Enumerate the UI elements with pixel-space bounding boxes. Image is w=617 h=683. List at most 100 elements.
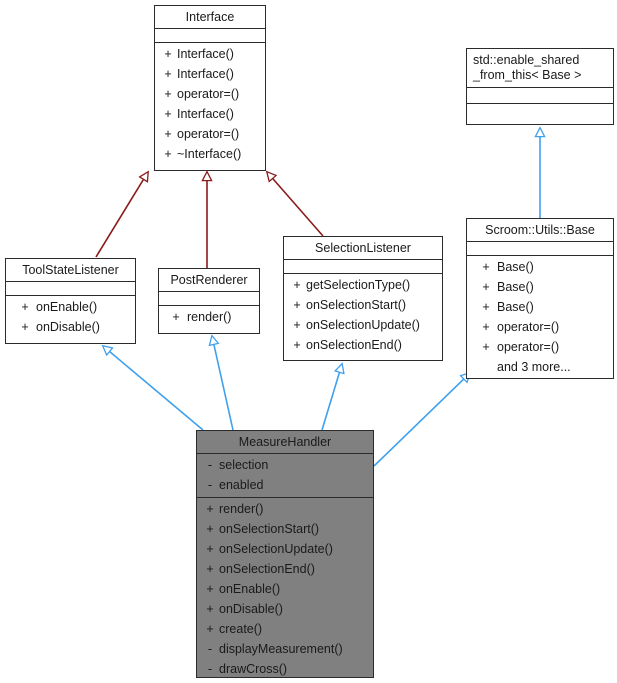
edge-measurehandler-toolstatelistener [103, 346, 204, 431]
member-name: onDisable() [36, 320, 100, 334]
member-name: onDisable() [219, 602, 283, 616]
member-row: + Base() [475, 297, 613, 317]
member-row: + create() [201, 619, 373, 639]
methods-section [467, 104, 613, 119]
member-row: +~Interface() [159, 144, 265, 164]
methods-section: + Base() + Base() + Base() +operator=() +op… [467, 256, 613, 379]
methods-section: +render() +onSelectionStart() +onSelecti… [197, 498, 373, 681]
visibility-marker: + [206, 622, 214, 636]
member-row: + onEnable() [14, 297, 135, 317]
member-row: + Interface() [159, 44, 265, 64]
member-name: Base() [497, 280, 534, 294]
visibility-marker: + [164, 107, 172, 121]
visibility-marker: + [206, 502, 214, 516]
member-name: onSelectionUpdate() [219, 542, 333, 556]
visibility-marker: + [206, 562, 214, 576]
divider [467, 103, 613, 104]
member-row: +onSelectionUpdate() [288, 315, 442, 335]
member-name: and 3 more... [497, 360, 571, 374]
divider [6, 295, 135, 296]
member-row: + onSelectionEnd() [288, 335, 442, 355]
methods-section: +getSelectionType() +onSelectionStart() … [284, 274, 442, 357]
methods-section: + onEnable() + onDisable() [6, 296, 135, 339]
class-node-enable-shared-from-this[interactable]: std::enable_shared _from_this< Base > [466, 48, 614, 125]
attributes-section [155, 29, 265, 42]
member-name: onEnable() [36, 300, 98, 314]
visibility-marker: - [207, 662, 213, 676]
member-name: operator=() [177, 127, 240, 141]
class-node-selectionlistener[interactable]: SelectionListener +getSelectionType() +o… [283, 236, 443, 361]
member-name: operator=() [177, 87, 240, 101]
visibility-marker: + [293, 298, 301, 312]
member-name: onSelectionUpdate() [306, 318, 420, 332]
visibility-marker: + [164, 67, 172, 81]
visibility-marker: - [207, 478, 213, 492]
divider [467, 241, 613, 242]
attributes-section: -selection -enabled [197, 454, 373, 497]
member-name: render() [219, 502, 264, 516]
visibility-marker: + [482, 320, 490, 334]
member-row: +Base() [475, 277, 613, 297]
member-name: onEnable() [219, 582, 281, 596]
visibility-marker: + [293, 338, 301, 352]
class-node-toolstatelistener[interactable]: ToolStateListener +onEnable() +onDisable… [5, 258, 136, 344]
member-row: + operator=() [159, 84, 265, 104]
class-node-measurehandler[interactable]: MeasureHandler -selection -enabled + rend… [196, 430, 374, 678]
visibility-marker: + [482, 340, 490, 354]
class-node-interface[interactable]: Interface +Interface() +Interface() +ope… [154, 5, 266, 171]
visibility-marker: + [21, 320, 29, 334]
class-title: Scroom::Utils::Base [485, 223, 595, 237]
class-node-scroom-utils-base[interactable]: Scroom::Utils::Base + Base() + Base() + Bas… [466, 218, 614, 379]
visibility-marker: + [164, 87, 172, 101]
edge-measurehandler-base [373, 373, 470, 467]
member-row: + Interface() [159, 104, 265, 124]
methods-section: + Interface() + Interface() + operator=() +… [155, 43, 265, 166]
member-row: +getSelectionType() [288, 275, 442, 295]
member-name: displayMeasurement() [219, 642, 343, 656]
member-name: onSelectionEnd() [306, 338, 402, 352]
visibility-marker: + [164, 47, 172, 61]
divider [6, 281, 135, 282]
edge-measurehandler-selectionlistener [321, 364, 342, 431]
member-name: onSelectionStart() [219, 522, 320, 536]
attributes-section [467, 88, 613, 103]
attributes-section [467, 242, 613, 255]
member-row: + onSelectionEnd() [201, 559, 373, 579]
edge-toolstatelistener-interface [95, 172, 148, 258]
class-title: std::enable_shared _from_this< Base > [473, 53, 582, 82]
member-row: +operator=() [475, 317, 613, 337]
class-title: MeasureHandler [238, 435, 332, 449]
member-name: Interface() [177, 47, 234, 61]
member-name: render() [187, 310, 232, 324]
member-row: +onSelectionUpdate() [201, 539, 373, 559]
visibility-marker: + [172, 310, 180, 324]
member-name: enabled [219, 478, 264, 492]
divider [197, 453, 373, 454]
member-name: Base() [497, 300, 534, 314]
attributes-section [6, 282, 135, 295]
member-name: Interface() [177, 67, 234, 81]
member-row: +onSelectionStart() [201, 519, 373, 539]
divider [467, 87, 613, 88]
member-name: onSelectionEnd() [219, 562, 315, 576]
member-row: + render() [165, 307, 259, 327]
member-row-more: and 3 more... [475, 357, 613, 377]
member-row: +operator=() [475, 337, 613, 357]
visibility-marker: + [482, 300, 490, 314]
divider [467, 255, 613, 256]
class-title: SelectionListener [315, 241, 411, 255]
visibility-marker: + [21, 300, 29, 314]
member-name: drawCross() [219, 662, 288, 676]
divider [155, 42, 265, 43]
class-node-postrenderer[interactable]: PostRenderer +render() [158, 268, 260, 334]
visibility-marker: + [164, 127, 172, 141]
member-name: Base() [497, 260, 534, 274]
member-name: onSelectionStart() [306, 298, 407, 312]
edge-measurehandler-postrenderer [212, 336, 234, 431]
member-row: + render() [201, 499, 373, 519]
member-row: -drawCross() [201, 659, 373, 679]
visibility-marker: + [206, 582, 214, 596]
member-name: Interface() [177, 107, 234, 121]
member-name: create() [219, 622, 263, 636]
